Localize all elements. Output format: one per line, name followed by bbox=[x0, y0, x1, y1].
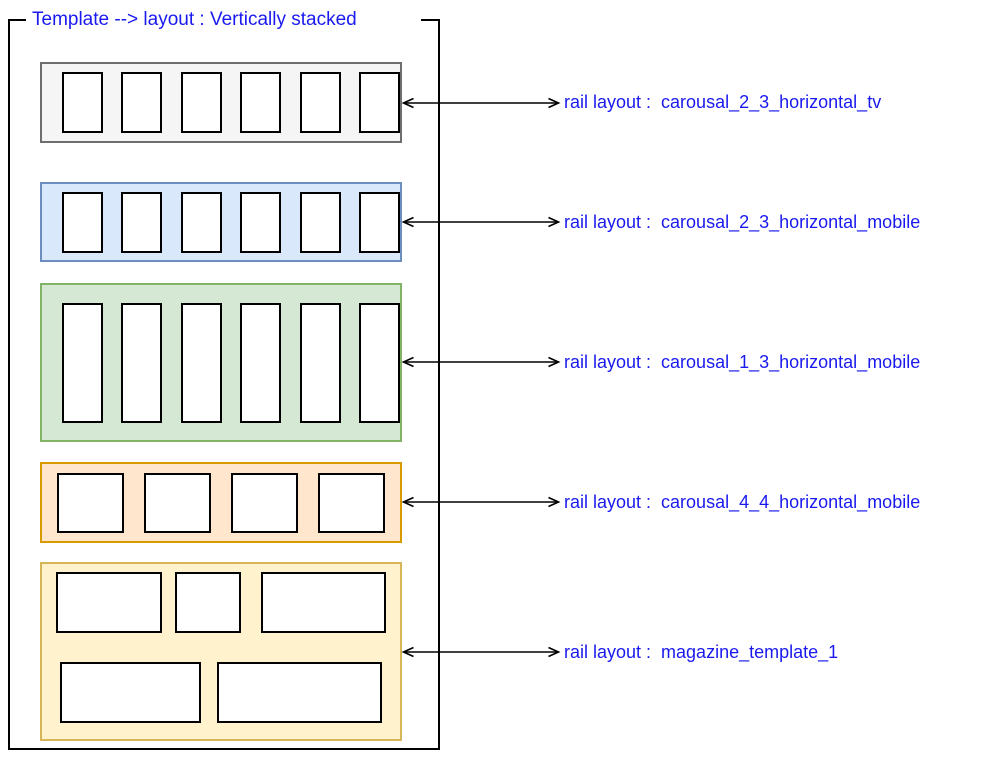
rail-label-carousal-2-3-horizontal-tv: rail layout : carousal_2_3_horizontal_tv bbox=[564, 92, 882, 112]
rail-item bbox=[240, 302, 282, 423]
rail-item bbox=[60, 662, 201, 723]
rail-item bbox=[240, 191, 282, 253]
rail-item bbox=[175, 572, 241, 633]
rail-item bbox=[144, 472, 211, 533]
rail-item bbox=[62, 191, 103, 253]
rail-item bbox=[358, 302, 400, 423]
rail-magazine-template-1 bbox=[40, 562, 402, 741]
rail-label-carousal-2-3-horizontal-mobile: rail layout : carousal_2_3_horizontal_mo… bbox=[564, 212, 921, 232]
rail-item bbox=[240, 72, 282, 133]
rail-item bbox=[231, 472, 298, 533]
double-arrow-rail-2 bbox=[401, 216, 561, 228]
rail-item bbox=[358, 191, 400, 253]
template-frame: Template --> layout : Vertically stacked bbox=[8, 9, 440, 750]
double-arrow-rail-3 bbox=[401, 356, 561, 368]
frame-top-border: Template --> layout : Vertically stacked bbox=[8, 8, 440, 32]
rail-item bbox=[180, 191, 222, 253]
rail-item bbox=[299, 72, 341, 133]
rail-item bbox=[62, 72, 103, 133]
double-arrow-rail-5 bbox=[401, 646, 561, 658]
rail-item bbox=[121, 302, 163, 423]
rail-item bbox=[62, 302, 103, 423]
double-arrow-rail-1 bbox=[401, 97, 561, 109]
rail-item bbox=[57, 472, 124, 533]
rail-item bbox=[180, 72, 222, 133]
frame-top-right-segment bbox=[421, 19, 440, 21]
rail-label-carousal-1-3-horizontal-mobile: rail layout : carousal_1_3_horizontal_mo… bbox=[564, 352, 921, 372]
frame-top-left-segment bbox=[8, 19, 26, 21]
rail-item bbox=[180, 302, 222, 423]
rail-item bbox=[121, 72, 163, 133]
rail-label-magazine-template-1: rail layout : magazine_template_1 bbox=[564, 642, 839, 662]
rail-item bbox=[121, 191, 163, 253]
rail-item bbox=[261, 572, 386, 633]
rail-item bbox=[318, 472, 385, 533]
rail-carousal-2-3-horizontal-tv bbox=[40, 62, 402, 143]
rail-carousal-4-4-horizontal-mobile bbox=[40, 462, 402, 543]
rail-item bbox=[299, 302, 341, 423]
rail-item bbox=[358, 72, 400, 133]
diagram-title: Template --> layout : Vertically stacked bbox=[32, 9, 357, 30]
rail-item bbox=[56, 572, 162, 633]
rail-item bbox=[217, 662, 382, 723]
rail-label-carousal-4-4-horizontal-mobile: rail layout : carousal_4_4_horizontal_mo… bbox=[564, 492, 921, 512]
rail-carousal-2-3-horizontal-mobile bbox=[40, 182, 402, 262]
rail-item bbox=[299, 191, 341, 253]
rail-carousal-1-3-horizontal-mobile bbox=[40, 283, 402, 442]
double-arrow-rail-4 bbox=[401, 496, 561, 508]
